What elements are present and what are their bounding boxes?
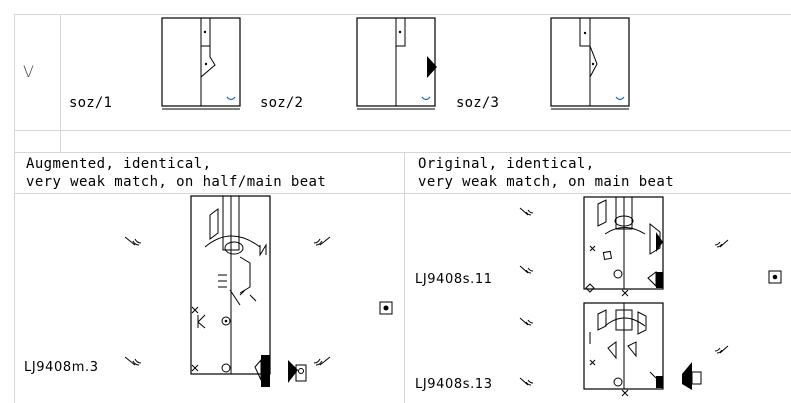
match-notation-lj9408m3[interactable] bbox=[110, 195, 470, 395]
grid-line-col-split bbox=[404, 152, 405, 403]
grid-line-mid1 bbox=[14, 130, 791, 131]
grid-line-col1 bbox=[60, 14, 61, 153]
pattern-label-2[interactable]: soz/2 bbox=[260, 95, 304, 111]
match-label-lj9408s13[interactable]: LJ9408s.13 bbox=[415, 377, 493, 392]
right-heading-line1: Original, identical, bbox=[418, 156, 595, 172]
pattern-label-1[interactable]: soz/1 bbox=[69, 95, 113, 111]
grid-line-mid3 bbox=[14, 193, 791, 194]
match-notation-lj9408s13[interactable] bbox=[510, 302, 730, 402]
match-label-lj9408m3[interactable]: LJ9408m.3 bbox=[24, 360, 99, 375]
match-label-lj9408s11[interactable]: LJ9408s.11 bbox=[415, 272, 493, 287]
pattern-notation-1[interactable] bbox=[160, 17, 242, 110]
pattern-notation-3[interactable] bbox=[549, 17, 631, 110]
pattern-notation-2[interactable] bbox=[355, 17, 437, 110]
match-notation-lj9408s11[interactable] bbox=[510, 196, 790, 297]
pattern-label-3[interactable]: soz/3 bbox=[456, 95, 500, 111]
grid-line-left bbox=[14, 14, 15, 403]
left-heading-line1: Augmented, identical, bbox=[26, 156, 212, 172]
right-heading-line2: very weak match, on main beat bbox=[418, 174, 675, 190]
row-marker: V bbox=[23, 62, 35, 81]
left-heading-line2: very weak match, on half/main beat bbox=[26, 174, 327, 190]
grid-line-mid2 bbox=[14, 152, 791, 153]
grid-line-top bbox=[14, 14, 791, 15]
